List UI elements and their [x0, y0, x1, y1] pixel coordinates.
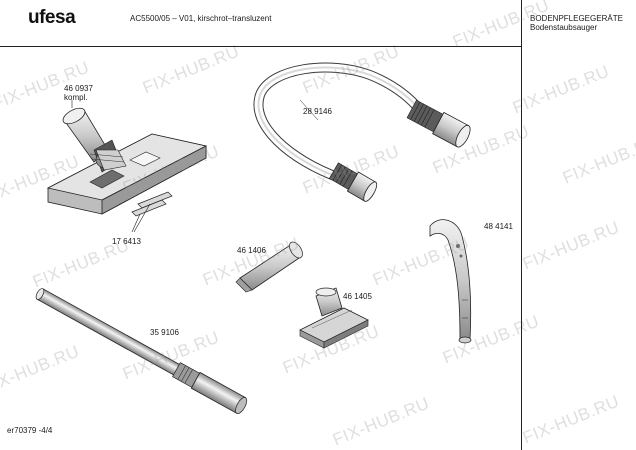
part-number-strips: 17 6413	[112, 237, 141, 246]
handle-bend-drawing	[429, 219, 472, 344]
floor-nozzle-drawing	[46, 100, 208, 215]
divider-horizontal	[0, 46, 522, 47]
model-title: AC5500/05 – V01, kirschrot–transluzent	[130, 14, 272, 23]
strips-drawing	[131, 191, 173, 233]
part-number-tube: 35 9106	[150, 328, 179, 337]
part-number-handle-bend: 48 4141	[484, 222, 513, 231]
part-number-crevice-tool: 46 1406	[237, 246, 266, 255]
tube-drawing	[35, 288, 248, 414]
category-title: BODENPFLEGEGERÄTE	[530, 14, 623, 23]
subcategory-title: Bodenstaubsauger	[530, 23, 598, 32]
part-number-hose: 28 9146	[303, 107, 332, 116]
part-note-floor-nozzle: kompl.	[64, 93, 88, 102]
hose-drawing	[253, 62, 471, 202]
brand-logo: ufesa	[28, 7, 76, 28]
part-number-floor-nozzle: 46 0937	[64, 84, 93, 93]
crevice-tool-drawing	[235, 241, 303, 293]
part-number-upholstery-nozzle: 46 1405	[343, 292, 372, 301]
upholstery-nozzle-drawing	[299, 287, 369, 349]
page-reference: er70379 -4/4	[7, 426, 53, 435]
divider-vertical	[521, 0, 522, 450]
